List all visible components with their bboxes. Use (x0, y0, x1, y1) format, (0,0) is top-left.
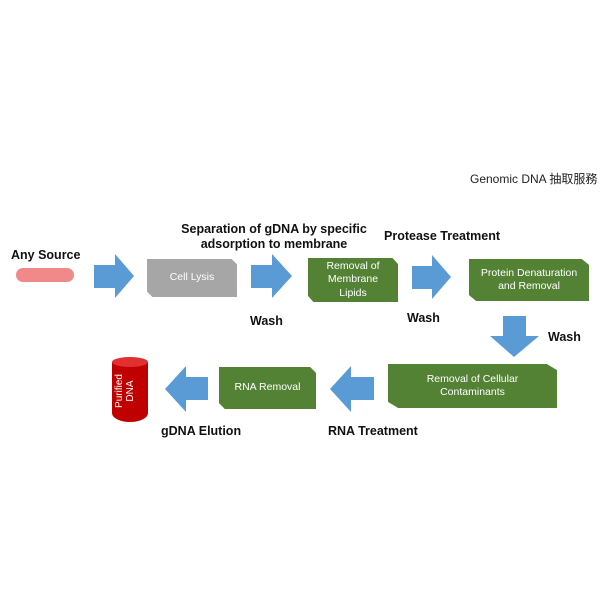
arrow-left-icon (330, 366, 374, 412)
membrane-lipids-line2: Membrane (327, 273, 379, 286)
protein-denaturation-box: Protein Denaturation and Removal (469, 259, 589, 301)
wash-label-2: Wash (407, 311, 440, 325)
cell-lysis-box: Cell Lysis (147, 259, 237, 297)
wash-label-1: Wash (250, 314, 283, 328)
protein-denaturation-line2: and Removal (498, 280, 560, 292)
gdna-elution-label: gDNA Elution (161, 424, 242, 438)
protease-treatment-label: Protease Treatment (384, 229, 501, 243)
any-source-label: Any Source (11, 248, 81, 262)
tube-label-line2: DNA (125, 380, 136, 402)
separation-label-line2: adsorption to membrane (200, 237, 348, 251)
arrow-right-icon (412, 255, 451, 299)
arrow-down-icon (490, 316, 539, 357)
arrow-left-icon (165, 366, 208, 412)
tube-label: Purified DNA (114, 360, 146, 422)
rna-removal-box: RNA Removal (219, 367, 316, 409)
diagram-title: Genomic DNA 抽取服務 (470, 172, 598, 186)
rna-treatment-label: RNA Treatment (328, 424, 418, 438)
cellular-contaminants-line2: Contaminants (440, 386, 505, 398)
arrow-right-icon (94, 254, 134, 298)
purified-dna-tube (112, 357, 148, 422)
source-sample-pill (16, 268, 74, 282)
tube-label-line1: Purified (114, 374, 125, 408)
rna-removal-text: RNA Removal (234, 381, 301, 394)
wash-label-3: Wash (548, 330, 581, 344)
cellular-contaminants-box: Removal of Cellular Contaminants (388, 364, 557, 408)
cellular-contaminants-line1: Removal of Cellular (426, 372, 519, 385)
protein-denaturation-line1: Protein Denaturation (480, 266, 578, 279)
separation-label-line1: Separation of gDNA by specific (181, 222, 367, 236)
membrane-lipids-box: Removal of Membrane Lipids (308, 258, 398, 302)
membrane-lipids-line1: Removal of (326, 259, 380, 272)
cell-lysis-text: Cell Lysis (169, 271, 215, 284)
membrane-lipids-line3: Lipids (339, 286, 367, 299)
arrow-right-icon (251, 254, 292, 298)
separation-label: Separation of gDNA by specific adsorptio… (180, 222, 368, 252)
